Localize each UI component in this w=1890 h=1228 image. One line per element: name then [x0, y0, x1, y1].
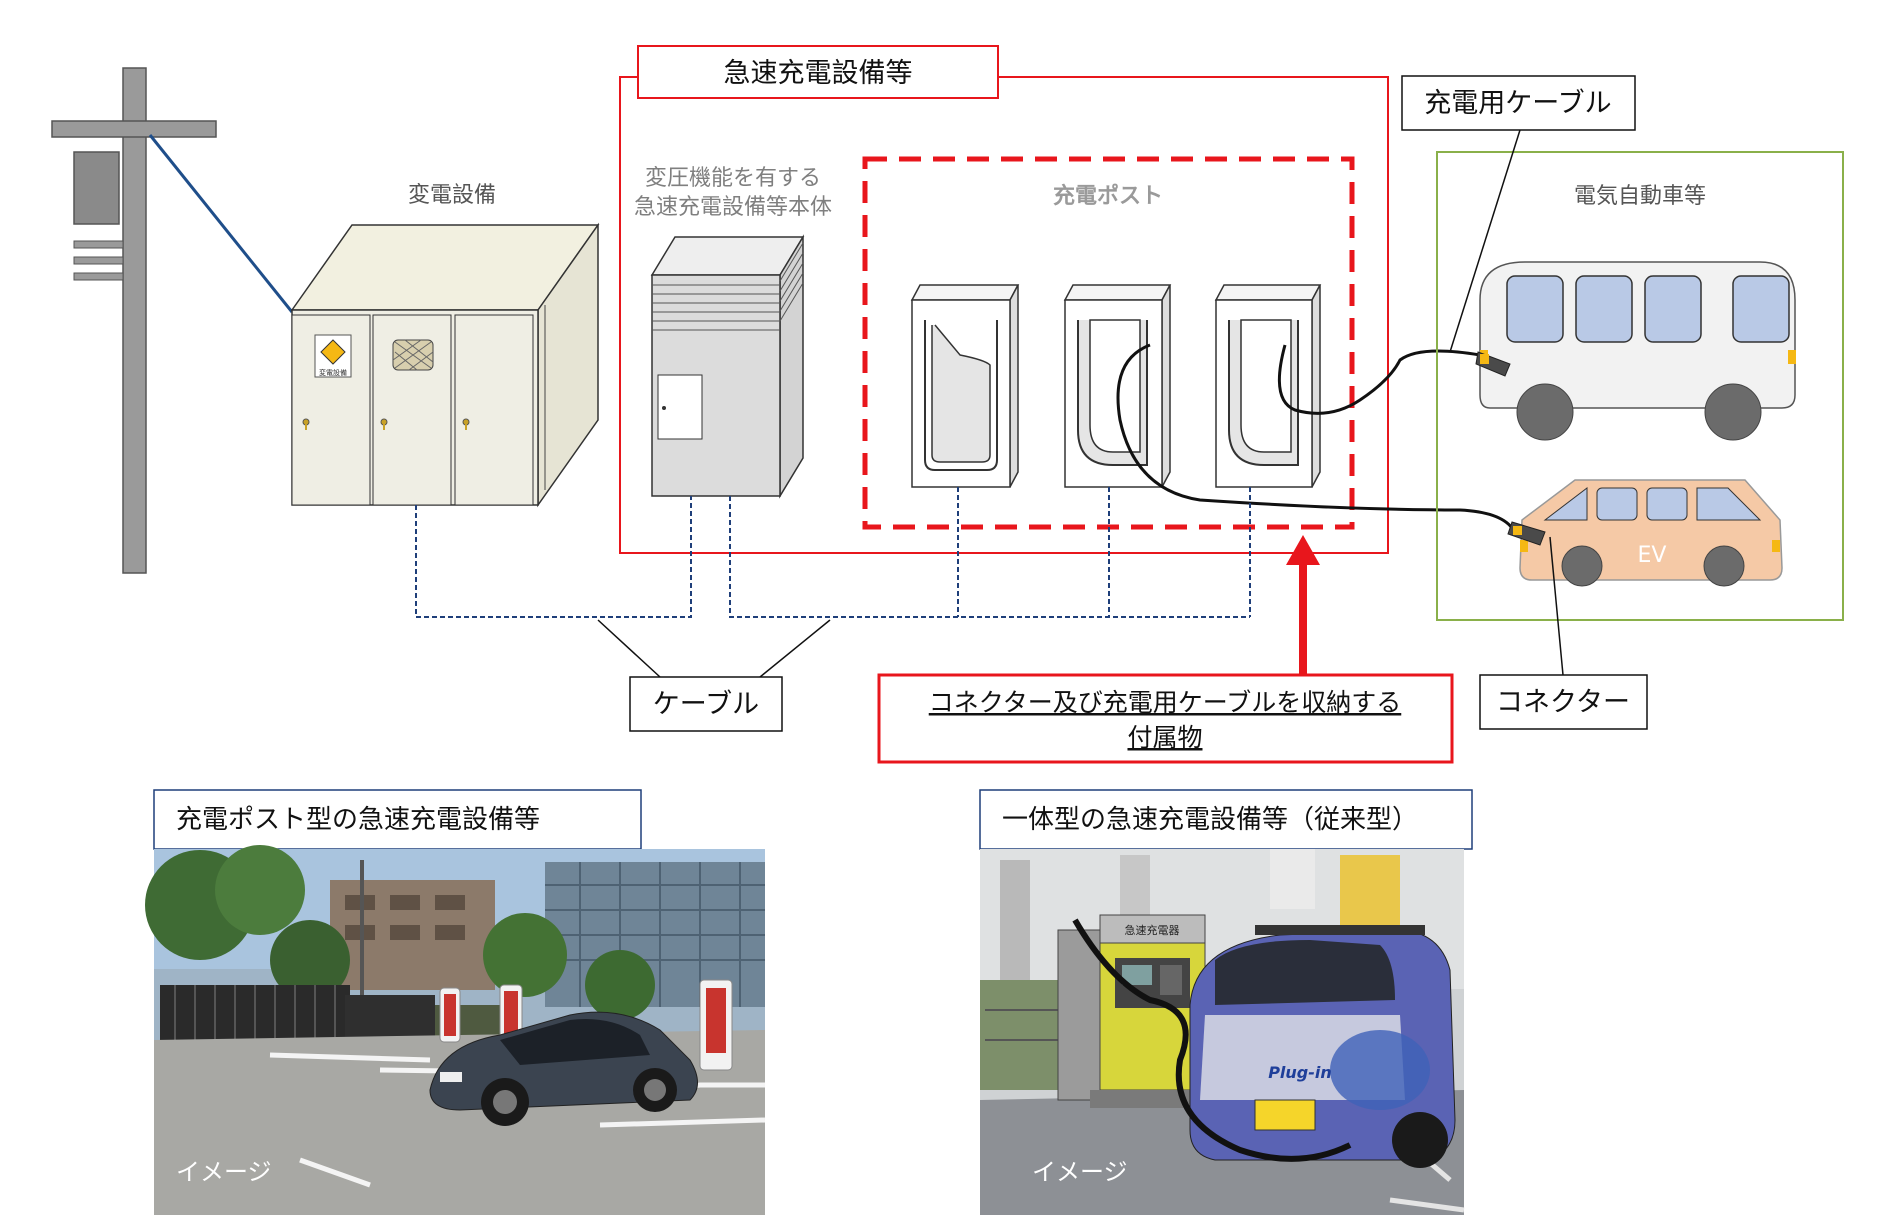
- right-photo: [980, 849, 1465, 1215]
- right-photo-caption: イメージ: [1032, 1158, 1128, 1186]
- charger-body-unit: [650, 234, 805, 499]
- right-photo-sign: 急速充電器: [1125, 923, 1180, 937]
- charging-cable-to-bus: [1277, 344, 1481, 415]
- accessory-callout-line2: 付属物: [1127, 723, 1202, 752]
- charging-post-label: 充電ポスト: [1053, 183, 1163, 209]
- accessory-callout-box: [877, 673, 1454, 764]
- ev-group-frame: [1436, 151, 1844, 621]
- bus-connector: [1475, 351, 1511, 377]
- connector-callout: コネクター: [1496, 687, 1630, 718]
- cable-callout-box: [629, 676, 783, 732]
- right-photo-title: 一体型の急速充電設備等（従来型）: [1002, 805, 1418, 835]
- right-photo-title-box: [979, 789, 1473, 850]
- charging-cable-to-car: [1116, 343, 1514, 529]
- charger-body-label-2: 急速充電設備等本体: [634, 195, 832, 220]
- vent-grille: [392, 339, 434, 371]
- connector-callout-box: [1479, 674, 1648, 730]
- accessory-callout-line1: コネクター及び充電用ケーブルを収納する: [929, 688, 1402, 717]
- ev-car-illustration: [1519, 479, 1783, 587]
- utility-pole: [51, 67, 294, 574]
- left-photo-caption: イメージ: [176, 1158, 272, 1186]
- accessory-arrow: [1286, 535, 1320, 675]
- cable-callout: ケーブル: [653, 689, 759, 720]
- ev-group-label: 電気自動車等: [1574, 184, 1706, 209]
- charging-post-1: [910, 284, 1020, 488]
- car-connector: [1507, 521, 1546, 546]
- left-photo-title-box: [153, 789, 642, 850]
- bus-illustration: [1479, 261, 1796, 441]
- ev-car-text: EV: [1638, 543, 1667, 568]
- substation-label: 変電設備: [408, 183, 496, 208]
- charging-post-3: [1214, 284, 1322, 488]
- right-photo-plate: Plug-in: [1268, 1063, 1332, 1082]
- substation-equipment: 変電設備: [290, 222, 600, 508]
- left-photo: [145, 845, 766, 1215]
- substation-sign-text: 変電設備: [319, 368, 347, 377]
- cable-connections: [415, 487, 1251, 618]
- quick-charger-group-title: 急速充電設備等: [724, 58, 913, 89]
- quick-charger-group-frame: [619, 76, 1389, 554]
- charging-cable-callout: 充電用ケーブル: [1424, 88, 1611, 119]
- charging-cable-callout-box: [1401, 75, 1636, 131]
- left-photo-title: 充電ポスト型の急速充電設備等: [176, 805, 540, 835]
- quick-charger-group-title-box: [637, 45, 999, 99]
- charging-post-2: [1063, 284, 1172, 488]
- charger-body-label-1: 変圧機能を有する: [645, 166, 821, 191]
